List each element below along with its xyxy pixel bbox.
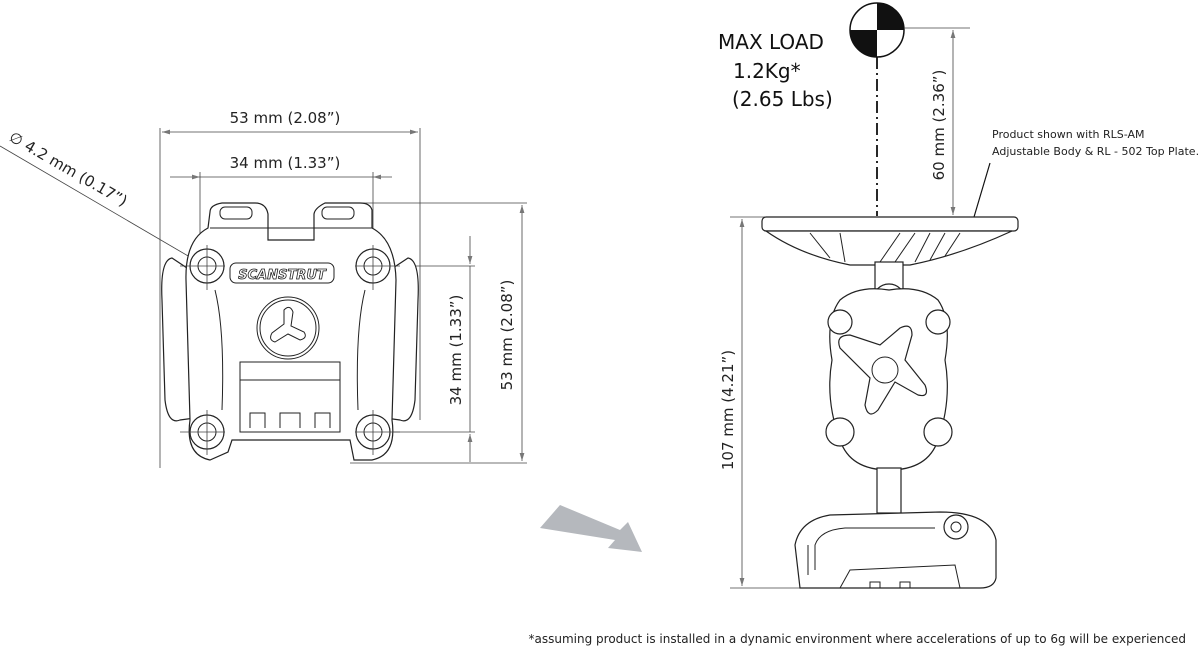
height-outer-label: 53 mm (2.08”) [498,280,516,391]
top-view: 53 mm (2.08”) 34 mm (1.33”) ∅ 4.2 mm (0.… [0,109,527,468]
hole-diameter-label: ∅ 4.2 mm (0.17”) [6,128,130,210]
width-holes-label: 34 mm (1.33”) [230,154,341,172]
width-outer-label: 53 mm (2.08”) [230,109,341,127]
mount-assembly-side [761,216,1019,589]
tri-knob-icon [256,296,320,360]
height-holes-label: 34 mm (1.33”) [447,295,465,406]
total-height-label: 107 mm (4.21”) [719,350,737,470]
mounting-holes [180,245,400,455]
product-note-line2: Adjustable Body & RL - 502 Top Plate. [992,145,1199,158]
footnote: *assuming product is installed in a dyna… [529,632,1186,646]
mount-base-top: SCANSTRUT [161,202,419,461]
max-load-kg: 1.2Kg* [733,59,801,83]
svg-text:SCANSTRUT: SCANSTRUT [238,268,327,283]
max-load-lbs: (2.65 Lbs) [732,87,833,111]
center-of-mass-icon [849,2,905,58]
max-load-title: MAX LOAD [718,30,824,54]
direction-arrow-icon [540,505,642,552]
load-height-label: 60 mm (2.36”) [930,70,948,181]
product-note-line1: Product shown with RLS-AM [992,128,1145,141]
scanstrut-logo: SCANSTRUT [229,262,335,284]
side-view: MAX LOAD 1.2Kg* (2.65 Lbs) 60 mm (2.36”)… [718,2,1199,589]
